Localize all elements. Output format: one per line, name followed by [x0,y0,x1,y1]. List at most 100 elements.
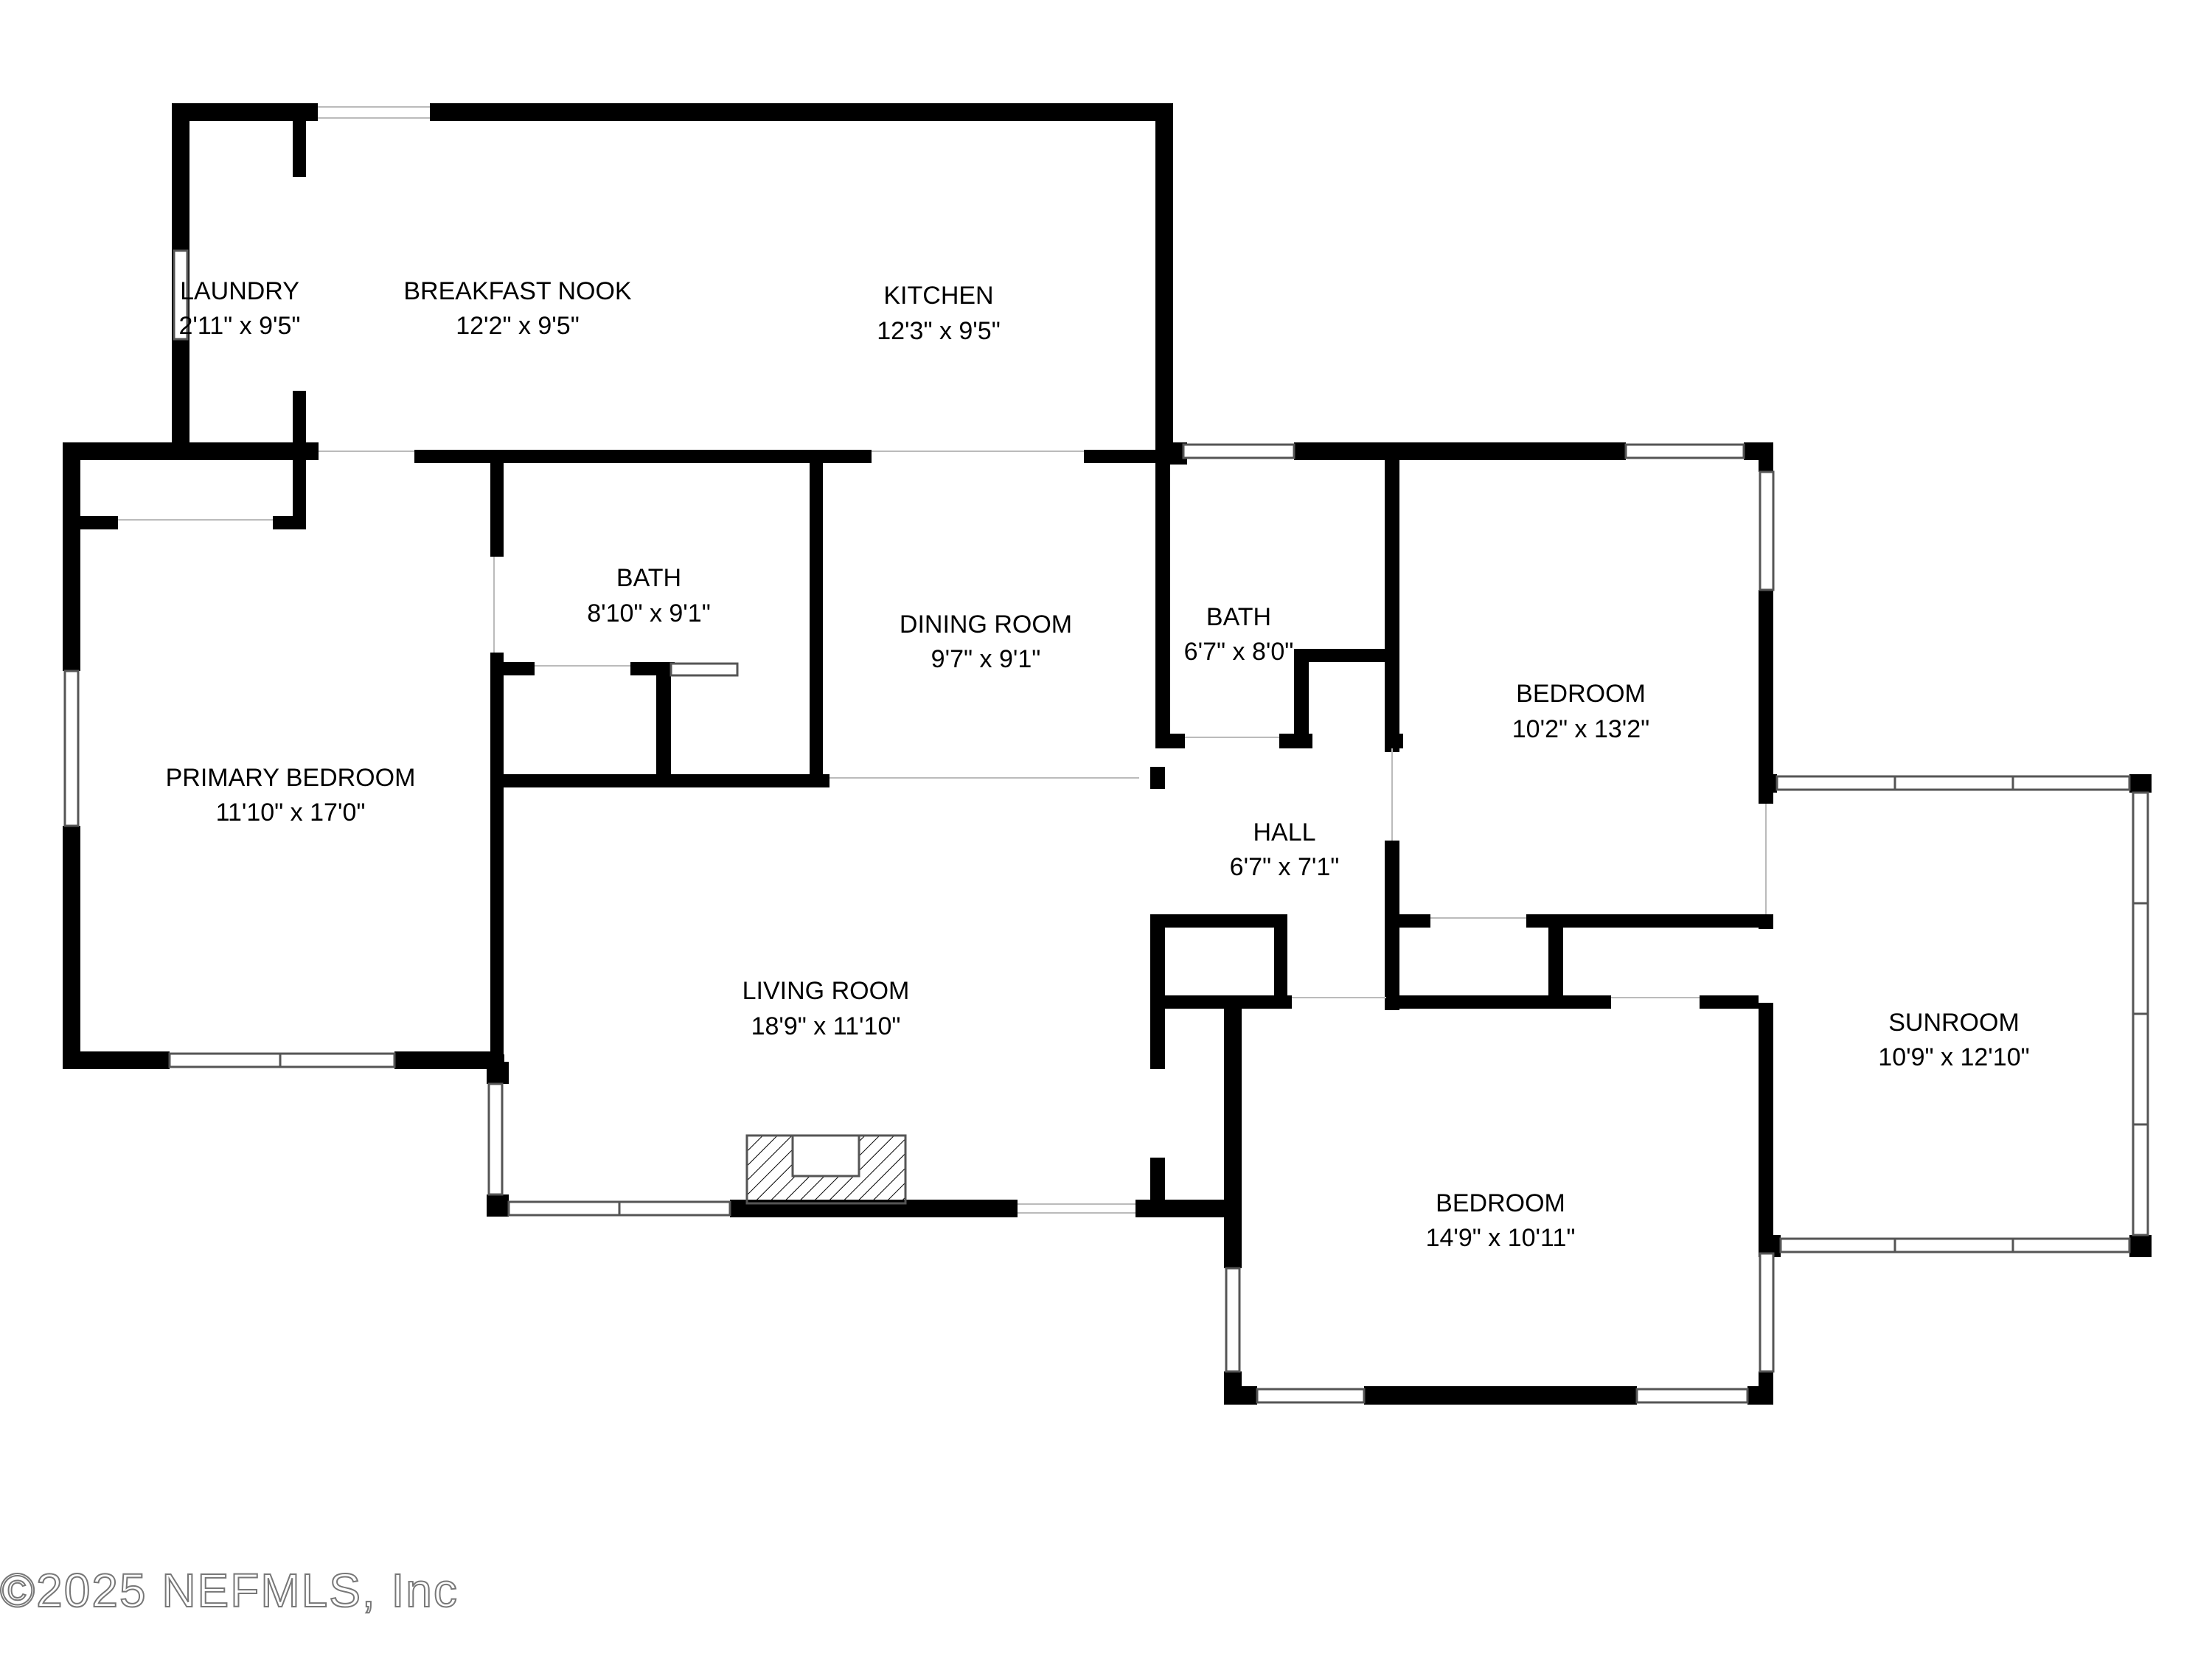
room-dimensions: 18'9" x 11'10" [751,1012,901,1040]
wall [1759,774,1777,793]
room-dimensions: 14'9" x 10'11" [1426,1224,1576,1252]
wall [1385,734,1403,748]
wall [1294,649,1309,745]
vanity-shelf [669,662,739,677]
wall [490,457,504,557]
room-bath-2: BATH 6'7" x 8'0" [1184,603,1294,666]
window [1775,775,1896,791]
room-name: BEDROOM [1516,680,1646,708]
room-bedroom-1: BEDROOM 10'2" x 13'2" [1512,680,1649,743]
wall [1759,1003,1773,1253]
door-openings [118,106,1767,1214]
wall [1224,1386,1257,1405]
room-name: BEDROOM [1436,1189,1565,1217]
wall [1155,734,1185,748]
wall [1526,914,1770,928]
room-name: BREAKFAST NOOK [403,277,632,305]
windows [63,249,2149,1404]
room-dimensions: 12'2" x 9'5" [456,312,580,340]
window [618,1200,731,1217]
room-dimensions: 6'7" x 7'1" [1230,853,1340,881]
wall [273,516,306,529]
room-sunroom: SUNROOM 10'9" x 12'10" [1878,1009,2029,1071]
window [1256,1388,1366,1404]
window [2132,791,2149,905]
wall [1294,442,1626,460]
room-name: DINING ROOM [900,611,1072,639]
room-name: KITCHEN [883,282,993,310]
window [507,1200,621,1217]
wall [810,457,823,785]
room-kitchen: KITCHEN 12'3" x 9'5" [877,282,1001,345]
window [1225,1267,1241,1373]
window [63,669,80,827]
window [1779,1237,1896,1253]
room-primary-bedroom: PRIMARY BEDROOM 11'10" x 17'0" [166,764,416,827]
wall [656,662,671,780]
wall [1155,457,1170,741]
room-laundry: LAUNDRY 2'11" x 9'5" [178,277,300,340]
wall [63,442,319,460]
wall [1294,649,1397,662]
wall [490,653,504,1065]
wall [501,662,535,675]
window [2132,1012,2149,1126]
room-name: HALL [1253,818,1315,846]
wall [1155,914,1284,928]
window [487,1082,504,1196]
wall [1386,914,1430,928]
room-living-room: LIVING ROOM 18'9" x 11'10" [742,977,910,1040]
room-name: LIVING ROOM [742,977,910,1005]
window [1893,1237,2014,1253]
room-breakfast-nook: BREAKFAST NOOK 12'2" x 9'5" [403,277,632,340]
window [2011,1237,2131,1253]
room-dimensions: 2'11" x 9'5" [178,312,300,340]
room-dimensions: 6'7" x 8'0" [1184,638,1294,666]
window [2132,1123,2149,1237]
wall [1759,914,1773,929]
wall [430,103,1173,121]
wall [1548,918,1563,1006]
room-name: BATH [1206,603,1271,631]
window [2132,902,2149,1015]
wall [77,516,118,529]
room-name: PRIMARY BEDROOM [166,764,416,792]
room-name: LAUNDRY [180,277,299,305]
room-name: SUNROOM [1888,1009,2020,1037]
wall [1700,995,1759,1009]
wall [1155,995,1292,1009]
wall [1759,442,1773,472]
wall [1155,103,1173,465]
room-dimensions: 12'3" x 9'5" [877,317,1001,345]
window [279,1052,396,1068]
window [1624,443,1745,459]
room-dimensions: 10'9" x 12'10" [1878,1043,2029,1071]
wall [63,1051,170,1069]
wall [1150,914,1165,1069]
room-bath-1: BATH 8'10" x 9'1" [587,564,711,627]
walls [63,103,2152,1405]
window [173,249,189,341]
wall [1274,914,1287,1003]
window [1182,443,1295,459]
window [1893,775,2014,791]
room-name: BATH [616,564,681,592]
room-hall: HALL 6'7" x 7'1" [1230,818,1340,881]
wall [1224,1003,1242,1268]
wall [1150,767,1165,789]
copyright-watermark: ©2025 NEFMLS, Inc [0,1563,459,1618]
room-dimensions: 9'7" x 9'1" [931,645,1041,673]
room-dimensions: 8'10" x 9'1" [587,599,711,627]
wall [2129,774,2152,793]
wall [394,1051,498,1069]
wall [63,826,80,1069]
window [2011,775,2131,791]
wall [487,1194,509,1217]
window [1635,1388,1749,1404]
wall [1150,1158,1165,1217]
wall [1759,1371,1773,1405]
room-dimensions: 11'10" x 17'0" [216,799,366,827]
wall [2129,1235,2152,1257]
wall [1364,1386,1637,1405]
